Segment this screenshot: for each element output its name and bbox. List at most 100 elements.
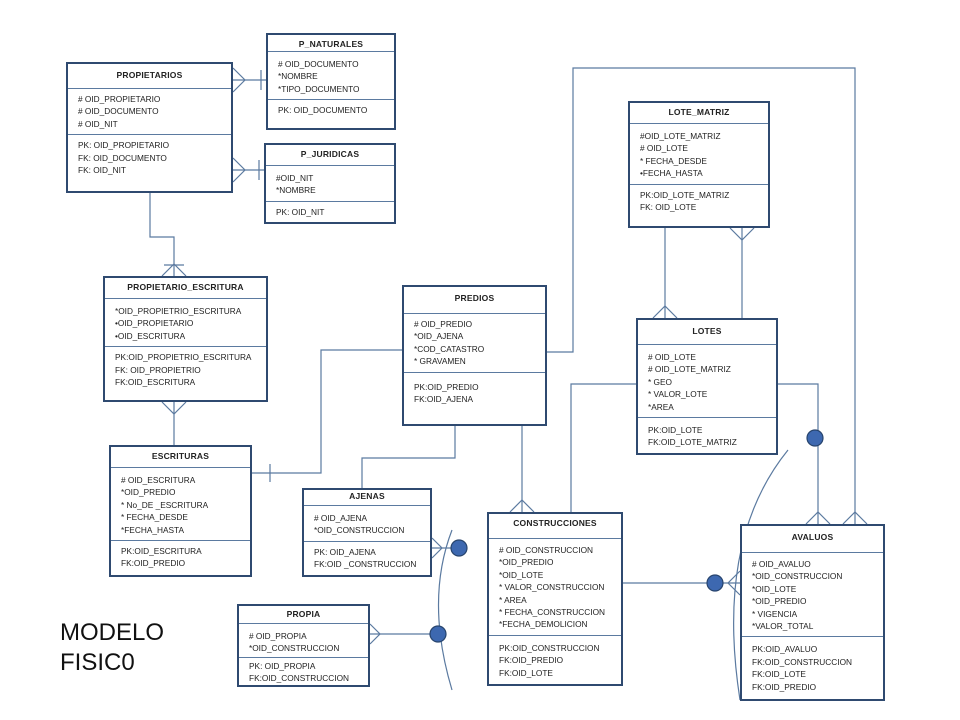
rel-escrituras-predios bbox=[252, 349, 402, 474]
attribute-list: # OID_AVALUO *OID_CONSTRUCCION *OID_LOTE… bbox=[742, 552, 883, 636]
diagram-title-line: MODELO bbox=[60, 619, 165, 646]
rel-predios-avaluos bbox=[547, 67, 856, 524]
key: FK:OID_CONSTRUCCION bbox=[249, 673, 350, 684]
entity-title: ESCRITURAS bbox=[151, 451, 210, 461]
key: PK:OID_LOTE_MATRIZ bbox=[640, 189, 730, 200]
entity-ajenas[interactable]: AJENAS # OID_AJENA *OID_CONSTRUCCION PK:… bbox=[302, 488, 432, 577]
attribute: * No_DE _ESCRITURA bbox=[121, 499, 209, 510]
attribute: # OID_DOCUMENTO bbox=[78, 106, 159, 117]
attribute: # OID_ESCRITURA bbox=[121, 475, 196, 485]
attribute: # OID_AVALUO bbox=[752, 559, 811, 569]
entity-construcciones[interactable]: CONSTRUCCIONES # OID_CONSTRUCCION *OID_P… bbox=[487, 512, 623, 686]
entity-propietarios[interactable]: PROPIETARIOS # OID_PROPIETARIO # OID_DOC… bbox=[66, 62, 233, 193]
attribute: *NOMBRE bbox=[278, 71, 318, 82]
attribute-list: # OID_PROPIA *OID_CONSTRUCCION bbox=[239, 623, 368, 657]
attribute: # OID_CONSTRUCCION bbox=[499, 545, 594, 555]
key: PK: OID_PROPIETARIO bbox=[78, 140, 170, 151]
attribute: #OID_NIT bbox=[276, 173, 314, 183]
attribute-list: # OID_DOCUMENTO *NOMBRE *TIPO_DOCUMENTO bbox=[268, 51, 394, 99]
attribute: *FECHA_HASTA bbox=[121, 524, 185, 535]
key: FK:OID_LOTE_MATRIZ bbox=[648, 437, 737, 448]
entity-title: LOTE_MATRIZ bbox=[668, 107, 730, 117]
key: PK:OID_CONSTRUCCION bbox=[499, 642, 600, 653]
attribute-list: # OID_LOTE # OID_LOTE_MATRIZ * GEO * VAL… bbox=[638, 344, 776, 417]
key-list: PK: OID_PROPIA FK:OID_CONSTRUCCION bbox=[239, 656, 368, 689]
entity-title: PROPIETARIO_ESCRITURA bbox=[127, 282, 244, 292]
key-list: PK: OID_AJENA FK:OID _CONSTRUCCION bbox=[304, 540, 430, 575]
entity-title: AVALUOS bbox=[791, 532, 834, 542]
key: PK: OID_AJENA bbox=[314, 546, 376, 557]
key: PK:OID_PROPIETRIO_ESCRITURA bbox=[115, 352, 252, 363]
attribute: * AREA bbox=[499, 594, 527, 605]
entity-escrituras[interactable]: ESCRITURAS # OID_ESCRITURA *OID_PREDIO *… bbox=[109, 445, 252, 577]
key: PK:OID_PREDIO bbox=[414, 381, 479, 392]
attribute: *COD_CATASTRO bbox=[414, 343, 485, 354]
subtype-dot-lotes bbox=[806, 429, 824, 447]
attribute: # OID_NIT bbox=[78, 118, 118, 129]
key: FK: OID_NIT bbox=[78, 165, 126, 176]
attribute: * GRAVAMEN bbox=[414, 356, 466, 367]
attribute: *FECHA_DEMOLICION bbox=[499, 619, 588, 630]
entity-title: PROPIETARIOS bbox=[116, 70, 183, 80]
attribute: *TIPO_DOCUMENTO bbox=[278, 83, 360, 94]
attribute-list: # OID_CONSTRUCCION *OID_PREDIO *OID_LOTE… bbox=[489, 538, 621, 635]
key: PK: OID_PROPIA bbox=[249, 660, 316, 671]
key: FK:OID_AJENA bbox=[414, 394, 474, 405]
attribute: *OID_CONSTRUCCION bbox=[752, 571, 843, 582]
attribute: # OID_PROPIETARIO bbox=[78, 94, 161, 104]
rel-propietarios-propescritura bbox=[149, 193, 175, 276]
attribute: *OID_CONSTRUCCION bbox=[314, 525, 405, 536]
attribute-list: *OID_PROPIETRIO_ESCRITURA •OID_PROPIETAR… bbox=[105, 298, 266, 346]
key: FK:OID_PREDIO bbox=[752, 681, 817, 692]
entity-avaluos[interactable]: AVALUOS # OID_AVALUO *OID_CONSTRUCCION *… bbox=[740, 524, 885, 701]
attribute-list: # OID_ESCRITURA *OID_PREDIO * No_DE _ESC… bbox=[111, 467, 250, 540]
entity-propietario-escritura[interactable]: PROPIETARIO_ESCRITURA *OID_PROPIETRIO_ES… bbox=[103, 276, 268, 402]
entity-propia[interactable]: PROPIA # OID_PROPIA *OID_CONSTRUCCION PK… bbox=[237, 604, 370, 687]
entity-p-juridicas[interactable]: P_JURIDICAS #OID_NIT *NOMBRE PK: OID_NIT bbox=[264, 143, 396, 224]
entity-title: AJENAS bbox=[349, 491, 385, 501]
attribute: •OID_ESCRITURA bbox=[115, 330, 186, 341]
subtype-dot-propia bbox=[429, 625, 447, 643]
attribute: *OID_PREDIO bbox=[121, 487, 176, 498]
key: PK:OID_LOTE bbox=[648, 425, 703, 436]
attribute: * FECHA_DESDE bbox=[121, 512, 188, 523]
key-list: PK: OID_PROPIETARIO FK: OID_DOCUMENTO FK… bbox=[68, 134, 231, 180]
subtype-arc-right bbox=[733, 449, 789, 701]
entity-p-naturales[interactable]: P_NATURALES # OID_DOCUMENTO *NOMBRE *TIP… bbox=[266, 33, 396, 130]
key-list: PK:OID_PROPIETRIO_ESCRITURA FK: OID_PROP… bbox=[105, 346, 266, 392]
key-list: PK:OID_LOTE FK:OID_LOTE_MATRIZ bbox=[638, 417, 776, 453]
attribute: # OID_LOTE_MATRIZ bbox=[648, 364, 731, 375]
key: FK: OID_LOTE bbox=[640, 202, 697, 213]
key: FK:OID_ESCRITURA bbox=[115, 377, 196, 388]
key: FK: OID_PROPIETRIO bbox=[115, 364, 201, 375]
entity-predios[interactable]: PREDIOS # OID_PREDIO *OID_AJENA *COD_CAT… bbox=[402, 285, 547, 426]
key: PK:OID_AVALUO bbox=[752, 644, 818, 655]
key-list: PK: OID_DOCUMENTO bbox=[268, 99, 394, 120]
attribute-list: #OID_LOTE_MATRIZ # OID_LOTE * FECHA_DESD… bbox=[630, 123, 768, 184]
attribute: # OID_LOTE bbox=[648, 352, 696, 362]
attribute: # OID_PREDIO bbox=[414, 319, 473, 329]
key: FK:OID_CONSTRUCCION bbox=[752, 656, 853, 667]
attribute: *NOMBRE bbox=[276, 185, 316, 196]
attribute: *OID_PREDIO bbox=[752, 596, 807, 607]
attribute: # OID_LOTE bbox=[640, 143, 688, 154]
key-list: PK:OID_PREDIO FK:OID_AJENA bbox=[404, 371, 545, 410]
attribute: *OID_LOTE bbox=[752, 583, 797, 594]
entity-title: CONSTRUCCIONES bbox=[513, 518, 597, 528]
entity-title: P_JURIDICAS bbox=[300, 149, 360, 159]
key: FK:OID_PREDIO bbox=[121, 558, 186, 569]
key: FK: OID_DOCUMENTO bbox=[78, 152, 167, 163]
attribute: *OID_PREDIO bbox=[499, 557, 554, 568]
entity-title: PREDIOS bbox=[454, 293, 495, 303]
entity-lote-matriz[interactable]: LOTE_MATRIZ #OID_LOTE_MATRIZ # OID_LOTE … bbox=[628, 101, 770, 228]
key-list: PK:OID_ESCRITURA FK:OID_PREDIO bbox=[111, 540, 250, 574]
attribute: * FECHA_CONSTRUCCION bbox=[499, 607, 606, 618]
subtype-dot-construcciones bbox=[706, 574, 724, 592]
attribute: # OID_DOCUMENTO bbox=[278, 59, 359, 69]
attribute: * VALOR_LOTE bbox=[648, 389, 708, 400]
subtype-arc-left bbox=[437, 529, 453, 691]
key-list: PK: OID_NIT bbox=[266, 200, 394, 222]
entity-lotes[interactable]: LOTES # OID_LOTE # OID_LOTE_MATRIZ * GEO… bbox=[636, 318, 778, 455]
attribute: # OID_AJENA bbox=[314, 513, 368, 523]
